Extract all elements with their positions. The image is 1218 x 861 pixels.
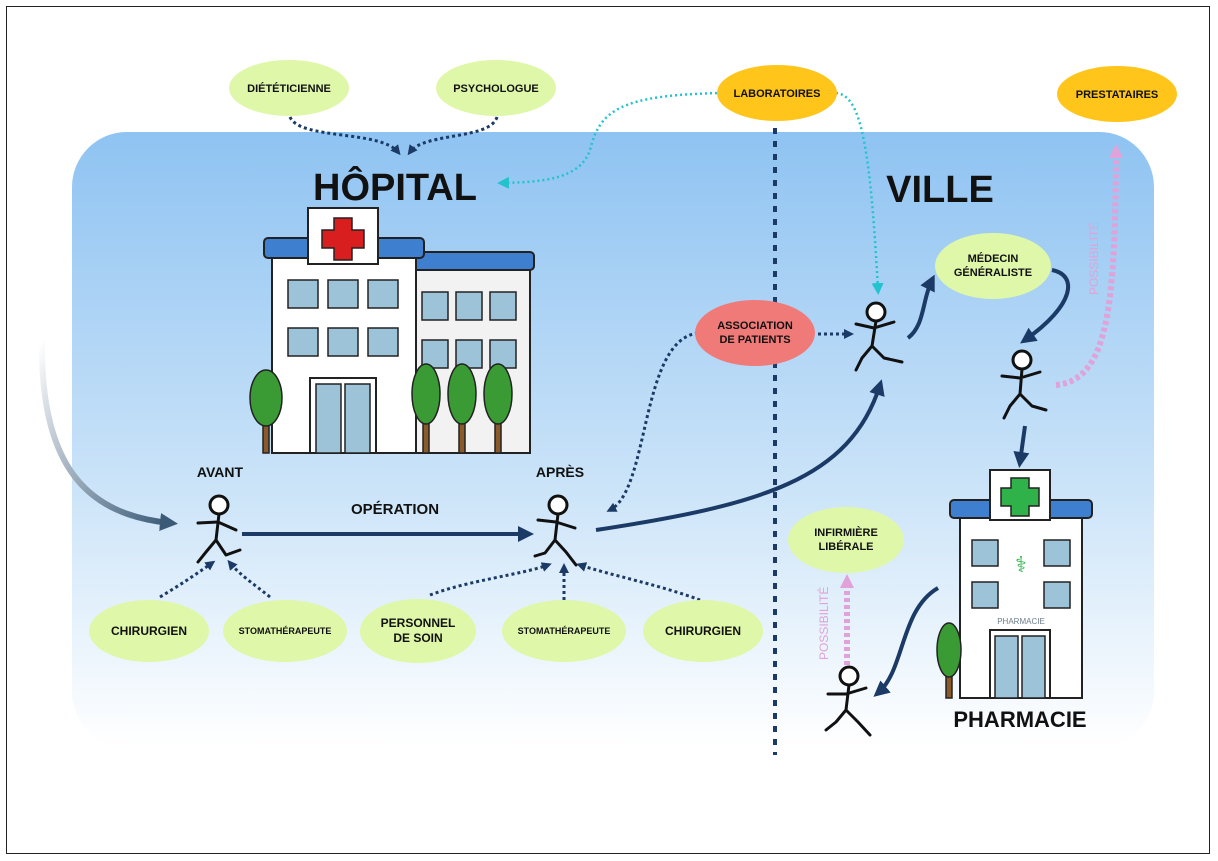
pharmacy-title: PHARMACIE [953, 707, 1086, 732]
node-stomatherapeute-apres: STOMATHÉRAPEUTE [502, 600, 626, 662]
node-prestataires-label: PRESTATAIRES [1076, 89, 1159, 101]
patient-before-figure [196, 494, 242, 564]
entry-arrow [38, 339, 178, 531]
node-personnel-line2: DE SOIN [393, 631, 442, 645]
node-association-line1: ASSOCIATION [717, 320, 793, 332]
patient-pharmacy-figure [824, 665, 872, 737]
node-infirmiere-liberale: INFIRMIÈRE LIBÉRALE [788, 507, 904, 573]
node-medecin-line1: MÉDECIN [968, 252, 1019, 265]
pharmacy-building-illustration: ⚕ PHARMACIE [936, 469, 1093, 699]
personnel-arrow [429, 562, 552, 597]
node-dieteticienne: DIÉTÉTICIENNE [229, 60, 349, 116]
node-prestataires: PRESTATAIRES [1057, 66, 1177, 122]
stoma-avant-arrow [227, 559, 271, 599]
patient-after-figure [533, 494, 578, 567]
node-dieteticienne-label: DIÉTÉTICIENNE [247, 82, 331, 95]
patient-city2-figure [1000, 349, 1048, 420]
possibility-label-prestataires: POSSIBILITÉ [1086, 222, 1101, 295]
dieteticienne-arrow [288, 116, 401, 156]
node-association-line2: DE PATIENTS [719, 334, 790, 346]
operation-label: OPÉRATION [351, 501, 439, 518]
node-laboratoires-label: LABORATOIRES [734, 88, 821, 100]
node-medecin-generaliste: MÉDECIN GÉNÉRALISTE [935, 233, 1051, 299]
node-infirmiere-line1: INFIRMIÈRE [814, 526, 878, 539]
patient-to-pharmacy-arrow [1013, 425, 1030, 468]
association-to-after-arrow [606, 331, 699, 512]
node-personnel-line1: PERSONNEL [381, 616, 456, 630]
chirurgien-apres-arrow [576, 562, 701, 602]
after-label: APRÈS [536, 464, 584, 480]
before-label: AVANT [197, 464, 244, 480]
node-association-patients: ASSOCIATION DE PATIENTS [695, 300, 815, 366]
node-chirurgien-apres-label: CHIRURGIEN [665, 624, 741, 638]
hospital-title: HÔPITAL [313, 164, 477, 209]
possibility-label-infirmiere: POSSIBILITÉ [816, 587, 831, 660]
psychologue-arrow [407, 116, 499, 156]
hospital-cross-icon [321, 217, 365, 261]
node-laboratoires: LABORATOIRES [717, 65, 837, 121]
patient-to-doctor-arrow [906, 274, 935, 340]
patient-city-figure [854, 301, 904, 372]
node-psychologue: PSYCHOLOGUE [436, 60, 556, 116]
node-personnel-soin: PERSONNEL DE SOIN [360, 599, 476, 663]
hospital-building-illustration [249, 207, 535, 454]
node-medecin-line2: GÉNÉRALISTE [954, 266, 1032, 279]
node-stomatherapeute-avant: STOMATHÉRAPEUTE [223, 600, 347, 662]
pharmacy-to-patient-arrow [873, 586, 940, 697]
node-chirurgien-avant-label: CHIRURGIEN [111, 624, 187, 638]
diagram-frame [6, 6, 1210, 854]
node-psychologue-label: PSYCHOLOGUE [453, 83, 539, 95]
city-title: VILLE [886, 169, 994, 211]
possibility-prestataires-arrow [1055, 144, 1123, 388]
node-chirurgien-avant: CHIRURGIEN [89, 600, 209, 662]
caduceus-icon: ⚕ [1015, 552, 1027, 577]
pharmacy-sign-text: PHARMACIE [997, 617, 1045, 626]
after-to-city-arrow [595, 379, 885, 532]
node-chirurgien-apres: CHIRURGIEN [643, 600, 763, 662]
chirurgien-avant-arrow [159, 560, 216, 599]
doctor-to-patient-arrow [1020, 268, 1070, 344]
node-infirmiere-line2: LIBÉRALE [819, 540, 874, 553]
node-stoma-avant-label: STOMATHÉRAPEUTE [239, 626, 332, 636]
pharmacy-cross-icon [1000, 477, 1040, 517]
node-stoma-apres-label: STOMATHÉRAPEUTE [518, 626, 611, 636]
